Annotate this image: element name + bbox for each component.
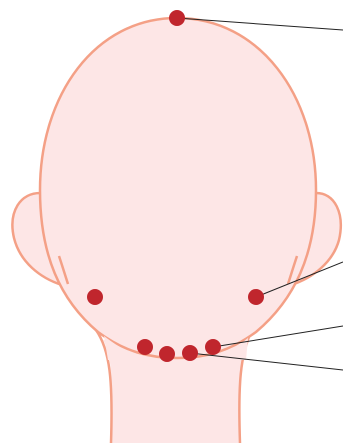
- point-neck-right-upper: [205, 339, 221, 355]
- point-vertex: [169, 10, 185, 26]
- point-neck-left: [137, 339, 153, 355]
- point-neck-center: [159, 346, 175, 362]
- head-shape: [40, 18, 316, 358]
- point-right-mastoid: [248, 289, 264, 305]
- point-left-mastoid: [87, 289, 103, 305]
- point-neck-right-lower: [182, 345, 198, 361]
